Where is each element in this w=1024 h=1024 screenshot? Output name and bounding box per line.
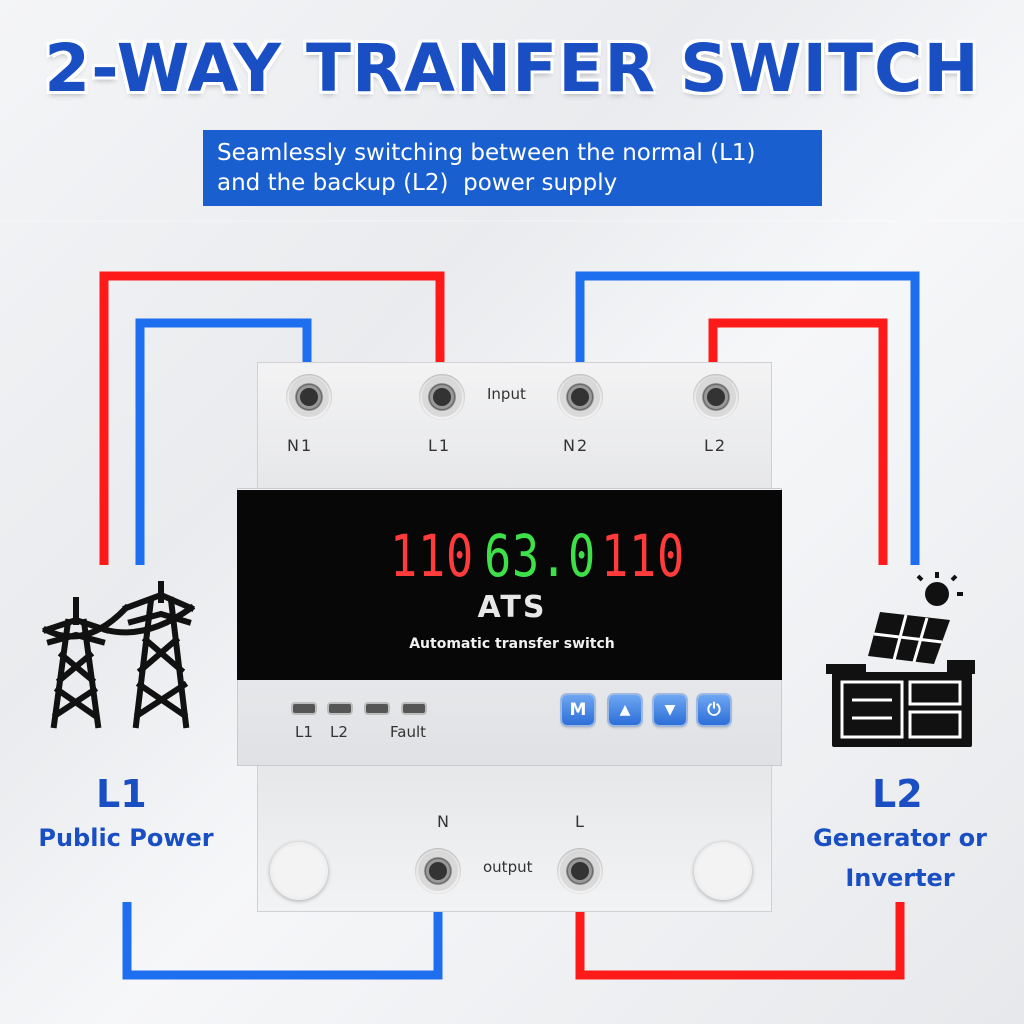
voltage-l2-readout: 110 [601,522,686,590]
led-label-l1: L1 [295,723,313,741]
l2-source-label: L2 [872,772,923,816]
l1-neutral-wire [135,318,312,565]
input-label: Input [487,385,526,403]
output-label: output [483,858,533,876]
led-label-fault: Fault [390,723,426,741]
terminal-label-l1: L1 [428,436,452,455]
l1-source-label: L1 [96,772,147,816]
mode-button[interactable]: M [562,695,594,725]
l1-live-wire [99,271,445,565]
subtitle-line-2: and the backup (L2) power supply [217,170,618,196]
led-l1 [293,704,315,713]
terminal-l2 [693,374,739,420]
brand-label: ATS [477,590,547,625]
output-neutral-wire [122,902,443,980]
terminal-n1 [286,374,332,420]
led-l2 [329,704,351,713]
down-button[interactable]: ▼ [654,695,686,725]
lcd-screen [237,490,782,680]
subtitle-banner: Seamlessly switching between the normal … [203,130,822,206]
terminal-label-n2: N2 [563,436,590,455]
l2-neutral-wire [575,271,920,565]
subtitle-line-1: Seamlessly switching between the normal … [217,140,756,166]
led-label-l2: L2 [330,723,348,741]
terminal-n2 [557,374,603,420]
terminal-label-l2: L2 [704,436,728,455]
led-fault-1 [366,704,388,713]
l1-source-description: Public Power [38,824,214,852]
l2-source-description-1: Generator or [813,824,987,852]
up-button[interactable]: ▲ [609,695,641,725]
output-live-wire [575,902,905,980]
frequency-readout: 63.0 [484,522,597,590]
power-tower-icon [41,581,196,729]
brand-subtitle: Automatic transfer switch [409,636,615,652]
device-output-block [257,760,772,912]
power-button[interactable]: ⏻ [698,695,730,725]
terminal-label-n: N [437,812,451,831]
terminal-label-n1: N1 [287,436,314,455]
terminal-out-l [557,848,603,894]
terminal-out-n [415,848,461,894]
led-fault-2 [403,704,425,713]
generator-solar-icon [826,572,975,747]
blank-cap-right [694,842,752,900]
blank-cap-left [270,842,328,900]
terminal-l1 [419,374,465,420]
voltage-l1-readout: 110 [390,522,475,590]
page-title: 2-WAY TRANFER SWITCH [44,30,980,107]
l2-source-description-2: Inverter [845,864,955,892]
l2-live-wire [708,318,888,565]
terminal-label-l: L [575,812,586,831]
